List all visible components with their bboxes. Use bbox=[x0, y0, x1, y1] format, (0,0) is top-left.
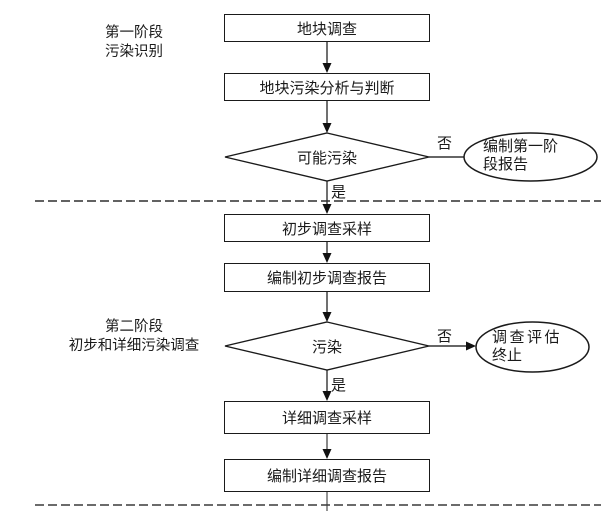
branch-label-no-1: 否 bbox=[437, 135, 453, 152]
branch-label-yes-1: 是 bbox=[331, 184, 347, 201]
node-preliminary-sampling: 初步调查采样 bbox=[224, 214, 430, 242]
ellipse-stage1-report: 编制第一阶 段报告 bbox=[463, 132, 598, 182]
node-site-survey: 地块调查 bbox=[224, 14, 430, 42]
stage1-label-line2: 污染识别 bbox=[105, 44, 163, 60]
ellipse-shape-1 bbox=[463, 132, 598, 182]
arrow-report-to-decision2 bbox=[322, 292, 332, 322]
arrow-survey-to-analysis bbox=[322, 41, 332, 73]
decision-possible-pollution: 可能污染 bbox=[224, 132, 430, 182]
ellipse-survey-end: 调查评估 终止 bbox=[475, 321, 590, 373]
stage1-label: 第一阶段 污染识别 bbox=[67, 24, 201, 62]
decision-pollution-label: 污染 bbox=[311, 338, 342, 356]
node-detailed-report-label: 编制详细调查报告 bbox=[266, 468, 387, 485]
node-site-survey-label: 地块调查 bbox=[296, 20, 357, 38]
node-detailed-report: 编制详细调查报告 bbox=[224, 459, 430, 492]
node-pollution-analysis: 地块污染分析与判断 bbox=[224, 73, 430, 101]
arrow-detailed-sampling-to-detailed-report bbox=[322, 434, 332, 459]
decision-possible-pollution-label: 可能污染 bbox=[296, 149, 357, 167]
stage1-label-line1: 第一阶段 bbox=[105, 25, 163, 41]
diamond-shape-1 bbox=[224, 132, 430, 182]
node-detailed-sampling-label: 详细调查采样 bbox=[281, 410, 372, 427]
ellipse-stage1-report-line1: 编制第一阶 bbox=[483, 138, 559, 155]
ellipse-shape-2 bbox=[475, 321, 590, 373]
node-preliminary-report: 编制初步调查报告 bbox=[224, 263, 430, 292]
arrow-sampling-to-report bbox=[322, 242, 332, 263]
ellipse-stage1-report-text: 编制第一阶 段报告 bbox=[483, 138, 558, 173]
ellipse-survey-end-line2: 终止 bbox=[492, 346, 523, 364]
decision-pollution: 污染 bbox=[224, 321, 430, 371]
branch-label-no-2: 否 bbox=[437, 328, 453, 345]
stage2-label-line2: 初步和详细污染调查 bbox=[68, 338, 200, 354]
arrow-analysis-to-decision1 bbox=[322, 100, 332, 133]
arrow-decision2-to-survey-end bbox=[429, 341, 476, 351]
stage2-label-line1: 第二阶段 bbox=[105, 319, 163, 335]
stage2-label: 第二阶段 初步和详细污染调查 bbox=[37, 318, 231, 356]
ellipse-stage1-report-line2: 段报告 bbox=[483, 155, 529, 173]
node-preliminary-sampling-label: 初步调查采样 bbox=[281, 220, 372, 238]
branch-label-yes-2: 是 bbox=[331, 377, 347, 394]
node-detailed-sampling: 详细调查采样 bbox=[224, 401, 430, 434]
node-preliminary-report-label: 编制初步调查报告 bbox=[266, 270, 387, 287]
arrow-decision2-to-detailed-sampling bbox=[322, 370, 332, 401]
node-pollution-analysis-label: 地块污染分析与判断 bbox=[259, 79, 395, 97]
ellipse-survey-end-text: 调查评估 终止 bbox=[492, 329, 562, 364]
diamond-shape-2 bbox=[224, 321, 430, 371]
ellipse-survey-end-line1: 调查评估 bbox=[492, 329, 563, 346]
